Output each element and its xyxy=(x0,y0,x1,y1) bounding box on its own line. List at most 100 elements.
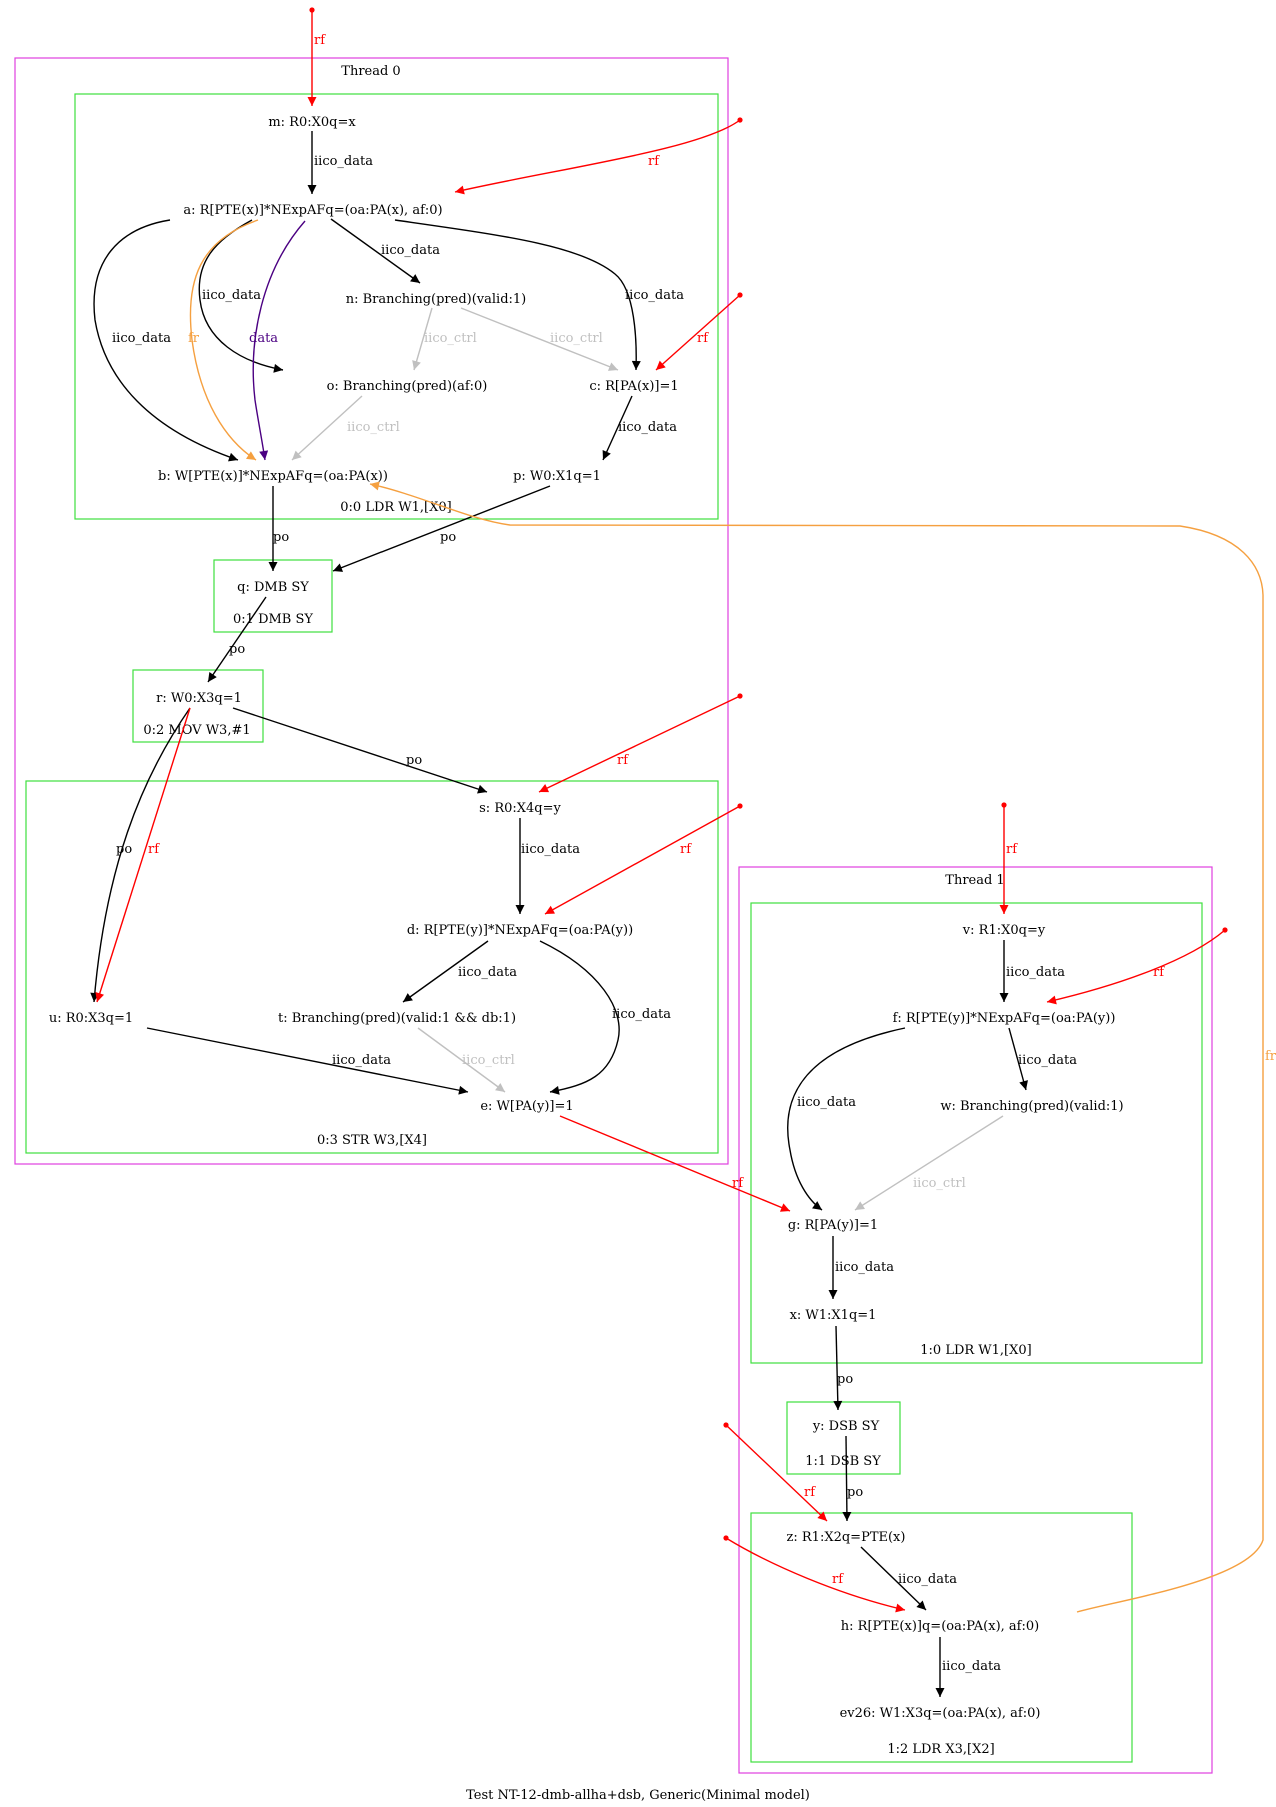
event-node-y: y: DSB SY xyxy=(812,1419,880,1434)
edge-label: iico_data xyxy=(942,1659,1001,1674)
event-node-b: b: W[PTE(x)]*NExpAFq=(oa:PA(x)) xyxy=(158,469,388,484)
instr-i00-cluster: 0:0 LDR W1,[X0] xyxy=(74,93,719,520)
edge-init-s-rf: rf xyxy=(538,693,743,793)
edge-line xyxy=(460,307,619,371)
event-node-c: c: R[PA(x)]=1 xyxy=(589,379,678,394)
edge-label: iico_data xyxy=(381,243,440,258)
edge-line xyxy=(454,119,741,195)
edge-label: rf xyxy=(314,33,326,48)
edge-label: rf xyxy=(1153,965,1165,980)
edge-label: rf xyxy=(648,154,660,169)
event-node-h: h: R[PTE(x)]q=(oa:PA(x), af:0) xyxy=(841,1619,1039,1634)
instr-i02-border xyxy=(132,669,264,743)
edge-init-d-rf: rf xyxy=(544,803,743,915)
event-node-s: s: R0:X4q=y xyxy=(479,801,561,816)
edge-init-a-rf: rf xyxy=(454,117,743,195)
edge-label: po xyxy=(273,530,289,545)
edge-label: iico_data xyxy=(612,1007,671,1022)
edge-label: iico_data xyxy=(521,842,580,857)
edge-init-h-rf: rf xyxy=(723,1535,906,1613)
edge-label: rf xyxy=(617,753,629,768)
edge-label: po xyxy=(440,530,456,545)
edge-line xyxy=(93,219,239,462)
edge-init-f-rf: rf xyxy=(1046,927,1228,1005)
edge-line xyxy=(655,294,741,371)
event-node-r: r: W0:X3q=1 xyxy=(156,691,242,706)
edge-label: iico_data xyxy=(1018,1053,1077,1068)
edge-a-n-default: iico_data xyxy=(330,218,440,284)
event-node-u: u: R0:X3q=1 xyxy=(49,1011,133,1026)
edge-t-e-iico_ctrl: iico_ctrl xyxy=(417,1027,515,1093)
edge-label: rf xyxy=(697,331,709,346)
init-point xyxy=(737,117,743,123)
edge-label: iico_data xyxy=(332,1053,391,1068)
edge-label: po xyxy=(847,1485,863,1500)
instr-i11-cluster: 1:1 DSB SY xyxy=(786,1401,901,1475)
edge-label: iico_data xyxy=(202,288,261,303)
edge-m-a-default: iico_data xyxy=(307,131,373,194)
edge-d-e-default: iico_data xyxy=(539,940,671,1095)
init-point xyxy=(1222,927,1228,933)
edge-label: iico_data xyxy=(625,288,684,303)
event-node-d: d: R[PTE(y)]*NExpAFq=(oa:PA(y)) xyxy=(407,923,633,938)
thread1-label: Thread 1 xyxy=(945,873,1004,888)
edge-line xyxy=(330,218,421,284)
thread0-border xyxy=(14,57,729,1165)
instr-i01-label: 0:1 DMB SY xyxy=(233,612,313,627)
edge-label: iico_ctrl xyxy=(913,1176,966,1191)
thread1-cluster: Thread 1 xyxy=(738,866,1213,1774)
event-node-f: f: R[PTE(y)]*NExpAFq=(oa:PA(y)) xyxy=(893,1011,1116,1026)
edge-s-d-default: iico_data xyxy=(515,818,580,914)
edge-label: iico_ctrl xyxy=(347,420,400,435)
edge-n-c-iico_ctrl: iico_ctrl xyxy=(460,307,619,371)
edge-c-p-default: iico_data xyxy=(602,395,677,461)
edge-label: fr xyxy=(1265,1049,1276,1064)
instr-i02-label: 0:2 MOV W3,#1 xyxy=(143,723,250,738)
edge-line xyxy=(860,1546,927,1611)
edge-init-v-rf: rf xyxy=(999,802,1018,914)
edge-line xyxy=(402,940,489,1003)
instr-i03-label: 0:3 STR W3,[X4] xyxy=(317,1133,427,1148)
edge-p-q-default: po xyxy=(332,485,551,572)
edge-b-q-default: po xyxy=(268,486,289,571)
init-point xyxy=(309,7,315,13)
init-point xyxy=(737,292,743,298)
edge-line xyxy=(394,219,641,371)
event-node-o: o: Branching(pred)(af:0) xyxy=(327,379,488,394)
edge-line xyxy=(787,1027,906,1211)
event-node-q: q: DMB SY xyxy=(237,580,309,595)
edge-init-z-rf: rf xyxy=(723,1422,828,1522)
edge-line xyxy=(369,481,1264,1613)
edge-line xyxy=(559,1115,791,1212)
edge-line xyxy=(146,1027,469,1095)
edge-line xyxy=(842,1435,852,1522)
event-node-p: p: W0:X1q=1 xyxy=(513,469,601,484)
instr-i10-cluster: 1:0 LDR W1,[X0] xyxy=(750,902,1203,1364)
event-node-x: x: W1:X1q=1 xyxy=(790,1308,877,1323)
instr-i12-label: 1:2 LDR X3,[X2] xyxy=(887,1742,994,1757)
edge-line xyxy=(207,596,267,683)
edge-line xyxy=(417,1027,506,1093)
edge-line xyxy=(602,395,633,461)
edge-line xyxy=(538,695,741,793)
edge-label: iico_ctrl xyxy=(424,331,477,346)
edge-label: iico_data xyxy=(898,1572,957,1587)
edge-label: iico_data xyxy=(835,1260,894,1275)
edge-line xyxy=(412,307,433,371)
instr-i11-border xyxy=(786,1401,901,1475)
edge-r-u-default: po xyxy=(90,707,191,1003)
nodes: m: R0:X0q=xa: R[PTE(x)]*NExpAFq=(oa:PA(x… xyxy=(49,115,1124,1721)
edge-line xyxy=(854,1115,1004,1211)
edge-label: po xyxy=(837,1372,853,1387)
edge-line xyxy=(198,219,284,373)
edge-w-g-iico_ctrl: iico_ctrl xyxy=(854,1115,1004,1211)
edge-y-z-default: po xyxy=(842,1435,863,1522)
event-node-v: v: R1:X0q=y xyxy=(962,923,1046,938)
edge-init-m-rf: rf xyxy=(307,7,326,106)
instr-i00-border xyxy=(74,93,719,520)
edge-r-u-rf: rf xyxy=(95,707,191,1003)
edge-o-b-iico_ctrl: iico_ctrl xyxy=(291,395,400,461)
instr-i12-cluster: 1:2 LDR X3,[X2] xyxy=(750,1512,1133,1763)
edge-label: data xyxy=(249,331,278,346)
